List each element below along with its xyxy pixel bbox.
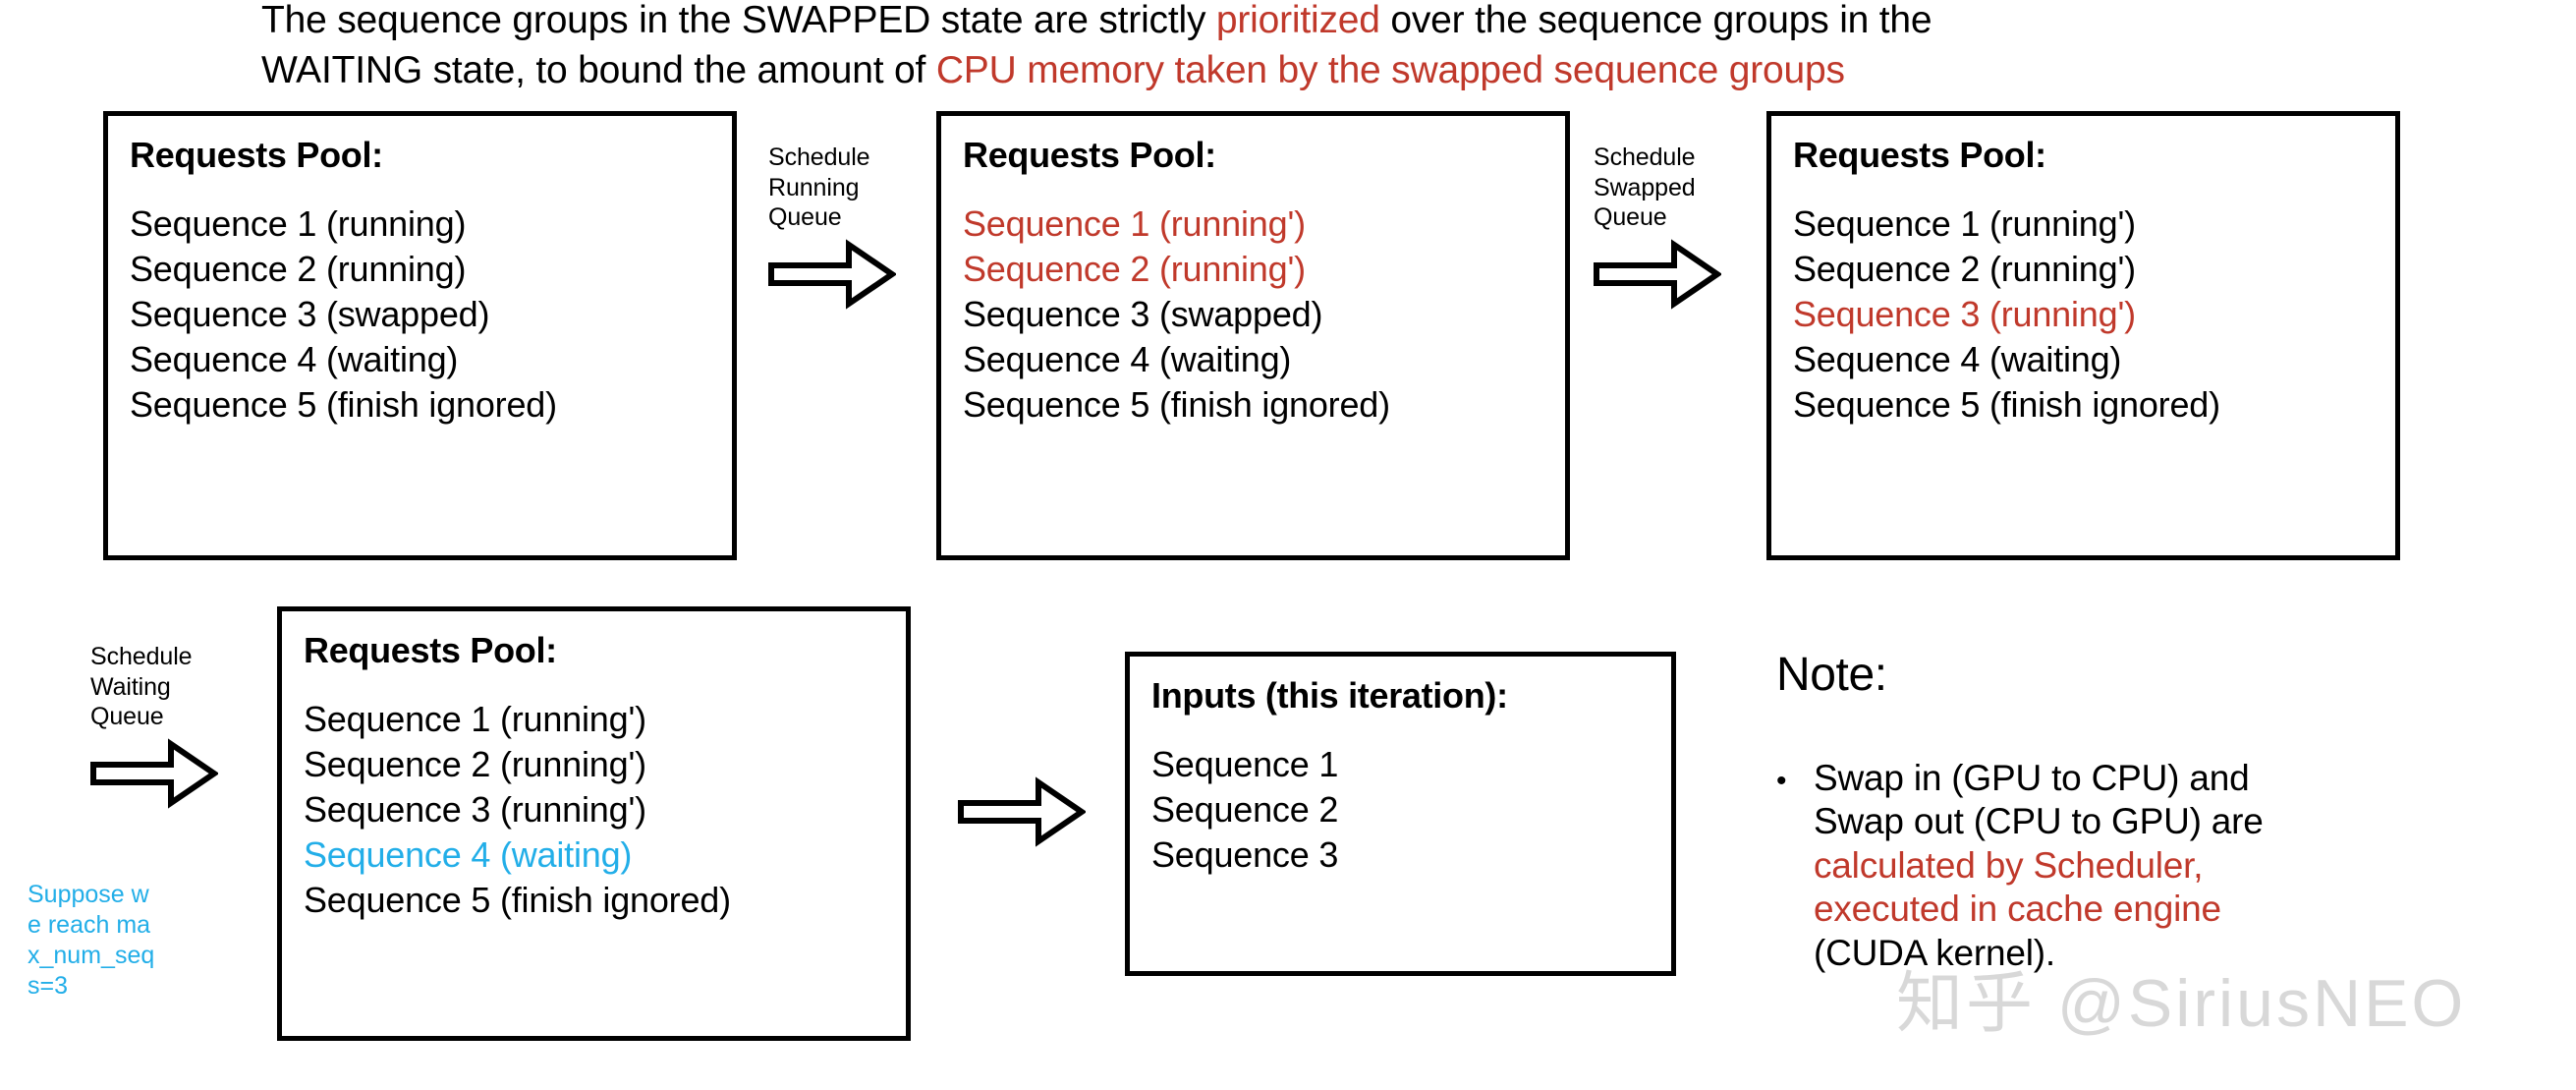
inputs-title: Inputs (this iteration): <box>1151 675 1508 716</box>
arrow-group-schedule-waiting-queue: Schedule Waiting Queue <box>90 642 238 814</box>
right-block-arrow-icon <box>90 737 238 814</box>
watermark: 知乎 @SiriusNEO <box>1896 966 2467 1041</box>
pool-line: Sequence 3 (running') <box>1793 294 2136 334</box>
pool-line: Sequence 2 (running') <box>304 744 646 784</box>
pool-title: Requests Pool: <box>304 630 557 670</box>
pool-line: Sequence 1 (running') <box>304 699 646 739</box>
pool-line: Sequence 1 (running) <box>130 203 467 244</box>
pool-line: Sequence 2 (running') <box>963 249 1306 289</box>
pool-title: Requests Pool: <box>1793 135 2046 175</box>
arrow-group-schedule-swapped-queue: Schedule Swapped Queue <box>1594 143 1741 315</box>
inputs-line: Sequence 2 <box>1151 789 1339 830</box>
side-note-max-num-seqs: Suppose we reach max_num_seqs=3 <box>28 881 155 1000</box>
pool-line: Sequence 1 (running') <box>963 203 1306 244</box>
pool-list: Sequence 1 (running') Sequence 2 (runnin… <box>304 702 906 918</box>
requests-pool-box-1: Requests Pool: Sequence 1 (running) Sequ… <box>103 111 737 560</box>
pool-line: Sequence 4 (waiting) <box>304 834 633 875</box>
arrow-label: Schedule Waiting Queue <box>90 643 193 730</box>
pool-line: Sequence 5 (finish ignored) <box>963 384 1390 425</box>
note-part1: Swap in (GPU to CPU) and Swap out (CPU t… <box>1814 758 2264 842</box>
right-block-arrow-icon <box>958 776 1088 852</box>
requests-pool-box-2: Requests Pool: Sequence 1 (running') Seq… <box>936 111 1570 560</box>
pool-title: Requests Pool: <box>963 135 1216 175</box>
pool-list: Sequence 1 (running') Sequence 2 (runnin… <box>1793 206 2395 423</box>
pool-line: Sequence 5 (finish ignored) <box>304 880 731 920</box>
header-line1-highlight: prioritized <box>1215 0 1380 41</box>
right-block-arrow-icon <box>1594 238 1741 315</box>
pool-line: Sequence 3 (swapped) <box>963 294 1323 334</box>
pool-list: Sequence 1 (running') Sequence 2 (runnin… <box>963 206 1565 423</box>
header-line2-part1: WAITING state, to bound the amount of <box>261 48 936 91</box>
pool-title: Requests Pool: <box>130 135 383 175</box>
pool-line: Sequence 3 (running') <box>304 789 646 830</box>
requests-pool-box-4: Requests Pool: Sequence 1 (running') Seq… <box>277 606 911 1041</box>
note-highlight: calculated by Scheduler, executed in cac… <box>1814 844 2221 930</box>
header-line1-part2: over the sequence groups in the <box>1379 0 1932 41</box>
inputs-this-iteration-box: Inputs (this iteration): Sequence 1 Sequ… <box>1125 652 1676 976</box>
pool-line: Sequence 4 (waiting) <box>963 339 1292 379</box>
note-bullet-item: • Swap in (GPU to CPU) and Swap out (CPU… <box>1776 757 2562 975</box>
pool-line: Sequence 3 (swapped) <box>130 294 490 334</box>
inputs-list: Sequence 1 Sequence 2 Sequence 3 <box>1151 747 1671 873</box>
header-line2-highlight: CPU memory taken by the swapped sequence… <box>935 48 1845 91</box>
pool-line: Sequence 5 (finish ignored) <box>1793 384 2220 425</box>
pool-line: Sequence 2 (running') <box>1793 249 2136 289</box>
arrow-group-to-inputs <box>958 776 1088 852</box>
inputs-line: Sequence 1 <box>1151 744 1339 784</box>
pool-line: Sequence 1 (running') <box>1793 203 2136 244</box>
inputs-line: Sequence 3 <box>1151 834 1339 875</box>
arrow-label: Schedule Running Queue <box>768 143 870 231</box>
pool-line: Sequence 4 (waiting) <box>130 339 459 379</box>
arrow-group-schedule-running-queue: Schedule Running Queue <box>768 143 916 315</box>
requests-pool-box-3: Requests Pool: Sequence 1 (running') Seq… <box>1766 111 2400 560</box>
note-bullet-text: Swap in (GPU to CPU) and Swap out (CPU t… <box>1814 757 2275 975</box>
pool-line: Sequence 2 (running) <box>130 249 467 289</box>
pool-line: Sequence 4 (waiting) <box>1793 339 2122 379</box>
arrow-label: Schedule Swapped Queue <box>1594 143 1696 231</box>
pool-line: Sequence 5 (finish ignored) <box>130 384 557 425</box>
bullet-dot-icon: • <box>1776 765 1787 797</box>
header-line1-part1: The sequence groups in the SWAPPED state… <box>261 0 1216 41</box>
note-title: Note: <box>1776 649 1887 701</box>
note-part2: (CUDA kernel). <box>1814 932 2055 973</box>
right-block-arrow-icon <box>768 238 916 315</box>
pool-list: Sequence 1 (running) Sequence 2 (running… <box>130 206 732 423</box>
header-paragraph: The sequence groups in the SWAPPED state… <box>261 0 2403 95</box>
